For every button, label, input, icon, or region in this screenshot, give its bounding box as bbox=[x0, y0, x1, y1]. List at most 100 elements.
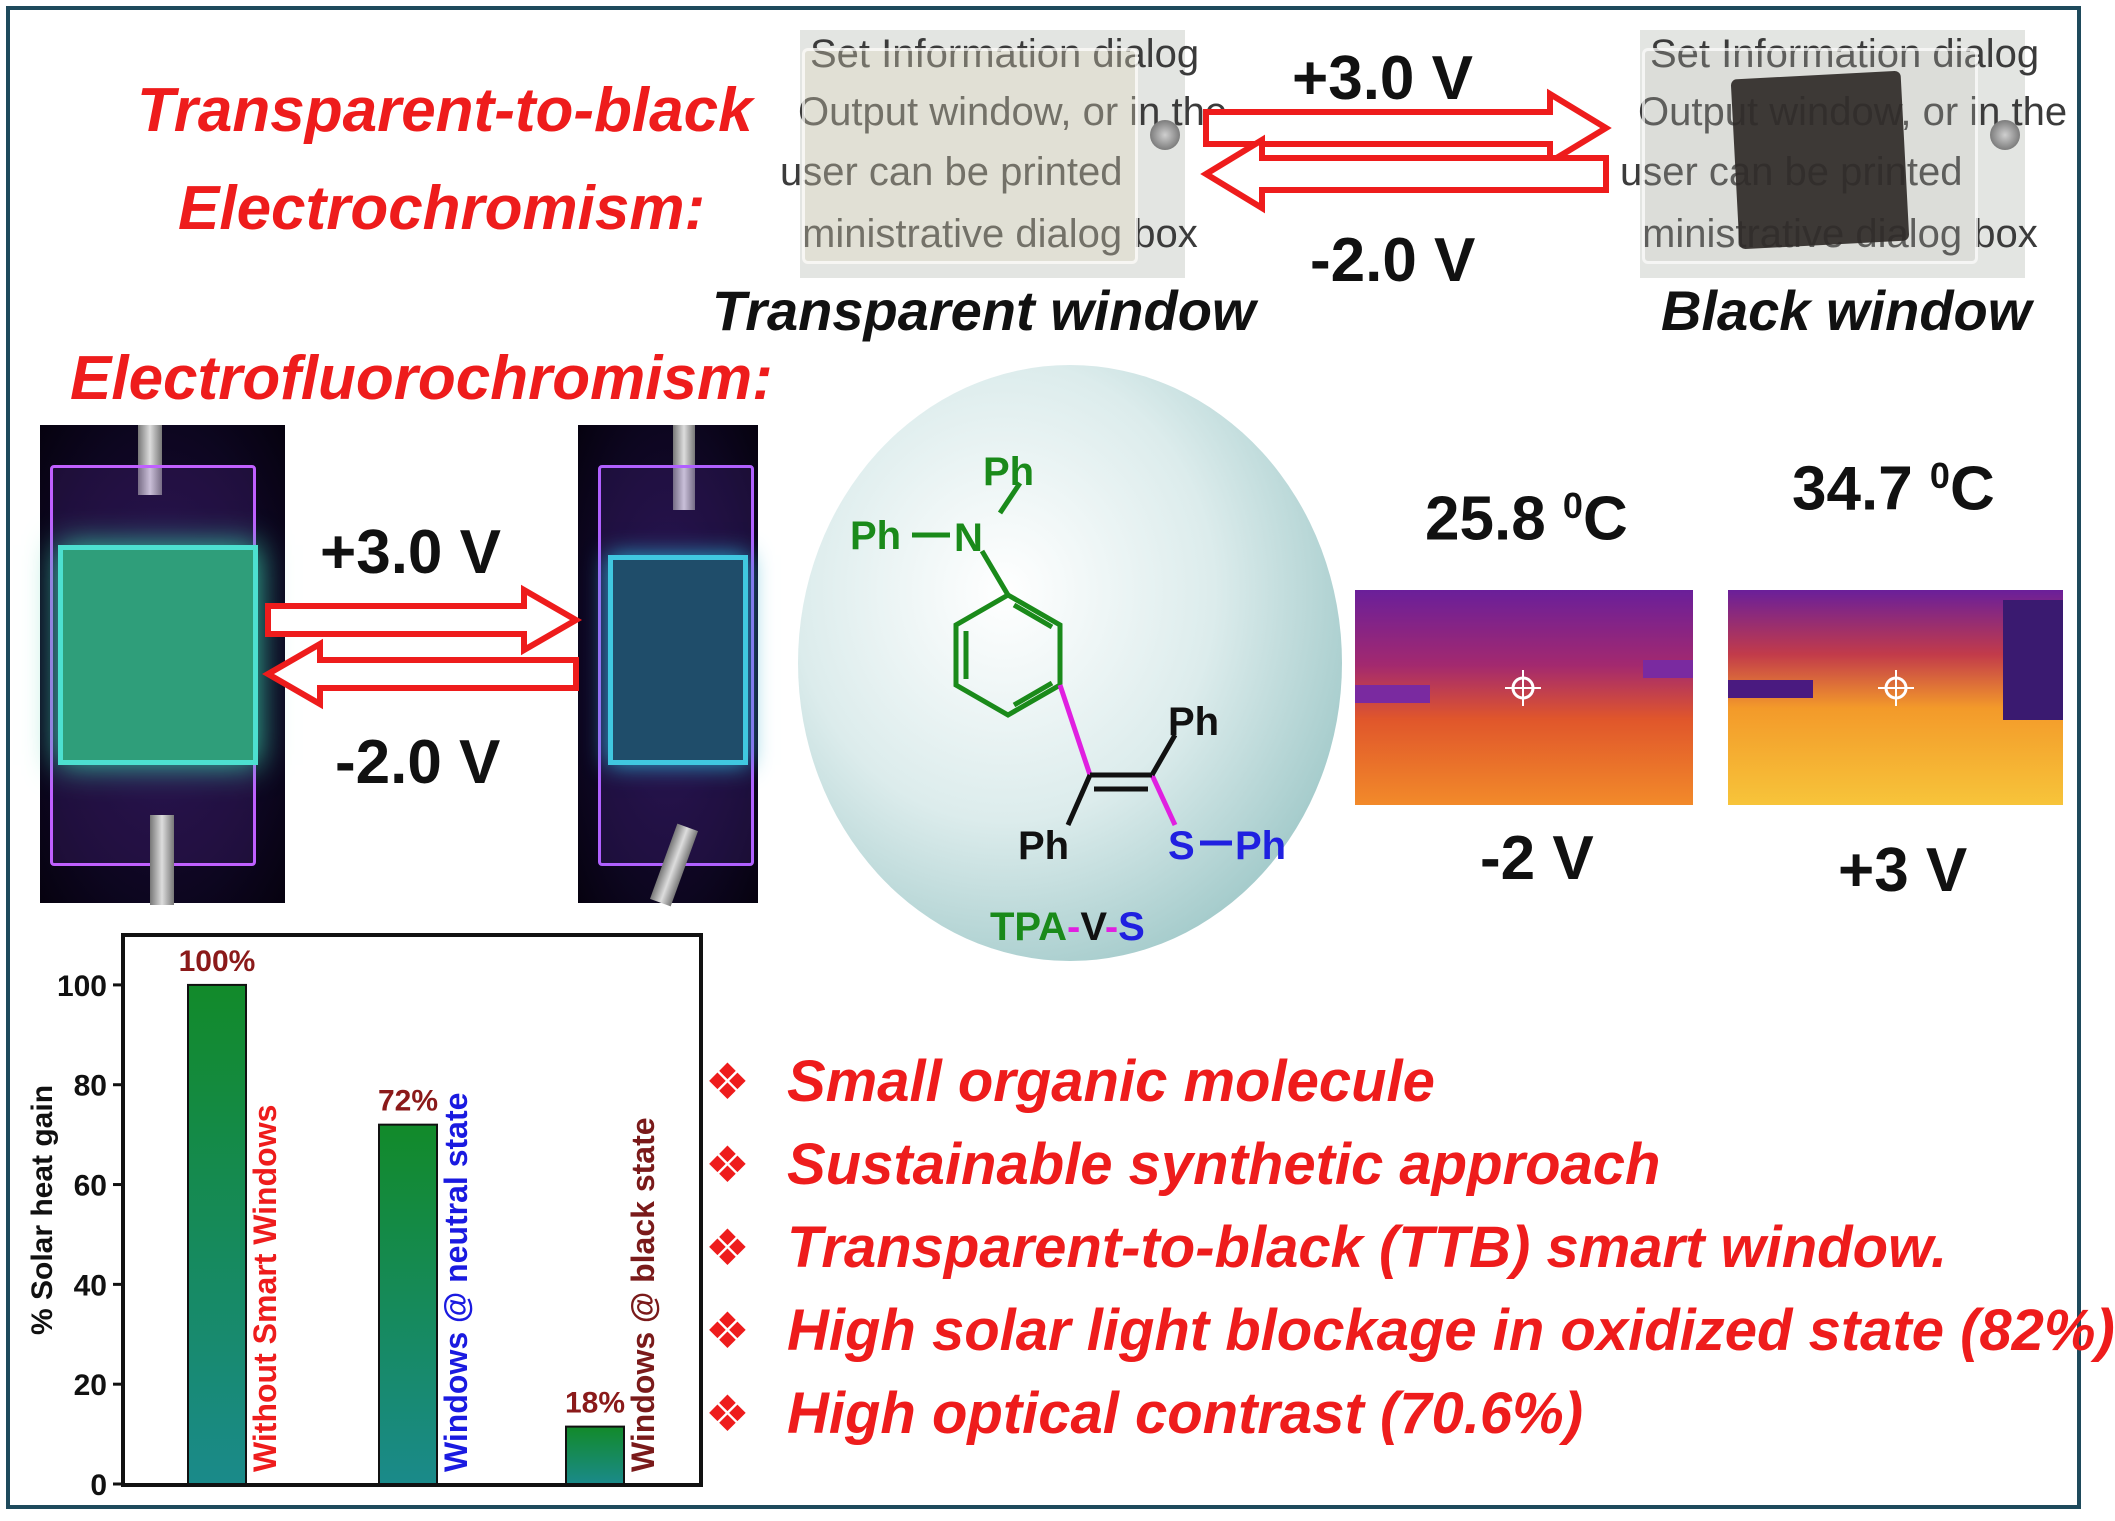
highlight-text: High optical contrast (70.6%) bbox=[787, 1381, 1584, 1446]
diamond-bullet-icon: ❖ bbox=[705, 1385, 750, 1442]
vinyl-ph-bond bbox=[1065, 773, 1093, 827]
molecule-backdrop bbox=[798, 365, 1342, 961]
electrode-wire bbox=[138, 425, 162, 495]
n-ring-bond bbox=[979, 549, 1011, 597]
diamond-bullet-icon: ❖ bbox=[705, 1053, 750, 1110]
ph-top-label: Ph bbox=[983, 450, 1034, 494]
highlight-item: ❖ High optical contrast (70.6%) bbox=[705, 1380, 1583, 1447]
y-tick-label: 60 bbox=[74, 1170, 107, 1203]
bar-value-label: 72% bbox=[378, 1085, 438, 1118]
solar-heat-gain-chart: % Solar heat gain 0 20 40 60 80 100 100% Witho… bbox=[26, 933, 703, 1502]
left-voltage: -2 V bbox=[1480, 824, 1594, 893]
ph-n-label: Ph bbox=[850, 514, 901, 558]
ec-title-line2: Electrochromism: bbox=[178, 174, 706, 243]
name-dash: - bbox=[1067, 905, 1080, 949]
highlight-item: ❖ High solar light blockage in oxidized … bbox=[705, 1297, 2115, 1364]
bar-value-label: 18% bbox=[565, 1387, 625, 1420]
name-tpa: TPA bbox=[990, 905, 1067, 949]
efc-voltage-reverse: -2.0 V bbox=[335, 728, 501, 797]
vinyl-s-bond bbox=[1149, 773, 1178, 827]
y-tick-label: 0 bbox=[90, 1469, 107, 1502]
doc-line: ministrative dialog box bbox=[802, 212, 1198, 256]
electrode-shadow bbox=[1643, 660, 1693, 678]
y-tick-label: 40 bbox=[74, 1269, 107, 1302]
electrode-wire bbox=[150, 815, 174, 905]
highlight-text: High solar light blockage in oxidized st… bbox=[787, 1298, 2115, 1363]
electrode-clip bbox=[1150, 120, 1180, 150]
ph-s-label: Ph bbox=[1235, 824, 1286, 868]
ring-vinyl-bond bbox=[1057, 684, 1093, 776]
thermal-image-right bbox=[1728, 590, 2063, 805]
ring-double-bond bbox=[1012, 602, 1054, 630]
highlight-item: ❖ Sustainable synthetic approach bbox=[705, 1131, 1660, 1198]
dim-fluorescent-film bbox=[608, 555, 748, 765]
ring-double-bond bbox=[1012, 680, 1054, 708]
bar bbox=[187, 983, 247, 1486]
outer-frame bbox=[6, 6, 2081, 1509]
left-temperature: 25.8 0C bbox=[1425, 488, 1628, 551]
doc-line: user can be printed bbox=[780, 150, 1123, 194]
benzene-ring bbox=[953, 592, 1063, 718]
forward-arrow bbox=[265, 584, 583, 656]
crosshair-icon bbox=[1505, 670, 1541, 706]
ph-right-label: Ph bbox=[1168, 700, 1219, 744]
vinyl-ph-bond bbox=[1149, 733, 1178, 777]
thermal-image-left bbox=[1355, 590, 1693, 805]
n-ph-bond bbox=[997, 481, 1023, 515]
efc-title: Electrofluorochromism: bbox=[70, 344, 773, 413]
efc-photo-right bbox=[578, 425, 758, 907]
highlight-item: ❖ Transparent-to-black (TTB) smart windo… bbox=[705, 1214, 1947, 1281]
ph-bottom-label: Ph bbox=[1018, 824, 1069, 868]
caption-transparent-window: Transparent window bbox=[712, 279, 1256, 342]
efc-voltage-forward: +3.0 V bbox=[320, 518, 501, 587]
category-label: Windows @ black state bbox=[625, 1117, 661, 1472]
category-label: Windows @ neutral state bbox=[438, 1093, 474, 1472]
fluorescent-film bbox=[58, 545, 258, 765]
y-tick-label: 20 bbox=[74, 1369, 107, 1402]
vinyl-group bbox=[1057, 684, 1178, 827]
glass-slide bbox=[802, 48, 1138, 264]
temp-value: 34.7 bbox=[1792, 454, 1913, 524]
crosshair-icon bbox=[1878, 670, 1914, 706]
temp-degree: 0 bbox=[1562, 485, 1583, 526]
right-voltage: +3 V bbox=[1838, 836, 1968, 905]
diamond-bullet-icon: ❖ bbox=[705, 1136, 750, 1193]
ec-voltage-reverse: -2.0 V bbox=[1310, 226, 1476, 295]
transparent-window-photo: Set Information dialog Output window, or… bbox=[780, 30, 1227, 278]
black-film bbox=[1730, 70, 1910, 250]
bar-value-label: 100% bbox=[179, 945, 256, 978]
right-temperature: 34.7 0C bbox=[1792, 458, 1995, 521]
ec-title-line1: Transparent-to-black bbox=[137, 76, 753, 145]
highlight-text: Transparent-to-black (TTB) smart window. bbox=[787, 1215, 1948, 1280]
y-tick-label: 100 bbox=[57, 970, 107, 1003]
molecule-structure: Ph Ph N Ph Ph S Ph TPA-V-S bbox=[798, 365, 1342, 961]
name-s: S bbox=[1118, 905, 1145, 949]
molecule-name: TPA-V-S bbox=[990, 905, 1145, 949]
efc-photo-left bbox=[40, 425, 285, 905]
highlight-text: Small organic molecule bbox=[787, 1049, 1435, 1114]
reverse-arrow bbox=[1200, 134, 1609, 214]
y-axis-label: % Solar heat gain bbox=[26, 1085, 59, 1335]
doc-line: Set Information dialog bbox=[810, 32, 1200, 76]
highlight-text: Sustainable synthetic approach bbox=[787, 1132, 1661, 1197]
n-label: N bbox=[954, 516, 983, 560]
name-v: V bbox=[1080, 905, 1107, 949]
diamond-bullet-icon: ❖ bbox=[705, 1302, 750, 1359]
caption-black-window: Black window bbox=[1661, 279, 2032, 342]
category-label: Without Smart Windows bbox=[247, 1105, 283, 1472]
y-tick-label: 80 bbox=[74, 1070, 107, 1103]
bar bbox=[565, 1425, 625, 1486]
temp-unit: C bbox=[1949, 454, 1995, 524]
ec-arrows bbox=[1200, 88, 1612, 214]
electrode-clip bbox=[1990, 120, 2020, 150]
vinyl-core bbox=[1065, 733, 1178, 827]
diamond-bullet-icon: ❖ bbox=[705, 1219, 750, 1276]
highlight-item: ❖ Small organic molecule bbox=[705, 1048, 1435, 1115]
temp-unit: C bbox=[1582, 484, 1628, 554]
reverse-arrow bbox=[261, 638, 579, 710]
electrode-shadow bbox=[1728, 680, 1813, 698]
efc-arrows bbox=[261, 584, 583, 710]
doc-line: Set Information dialog bbox=[1650, 32, 2040, 76]
forward-arrow bbox=[1203, 88, 1612, 168]
